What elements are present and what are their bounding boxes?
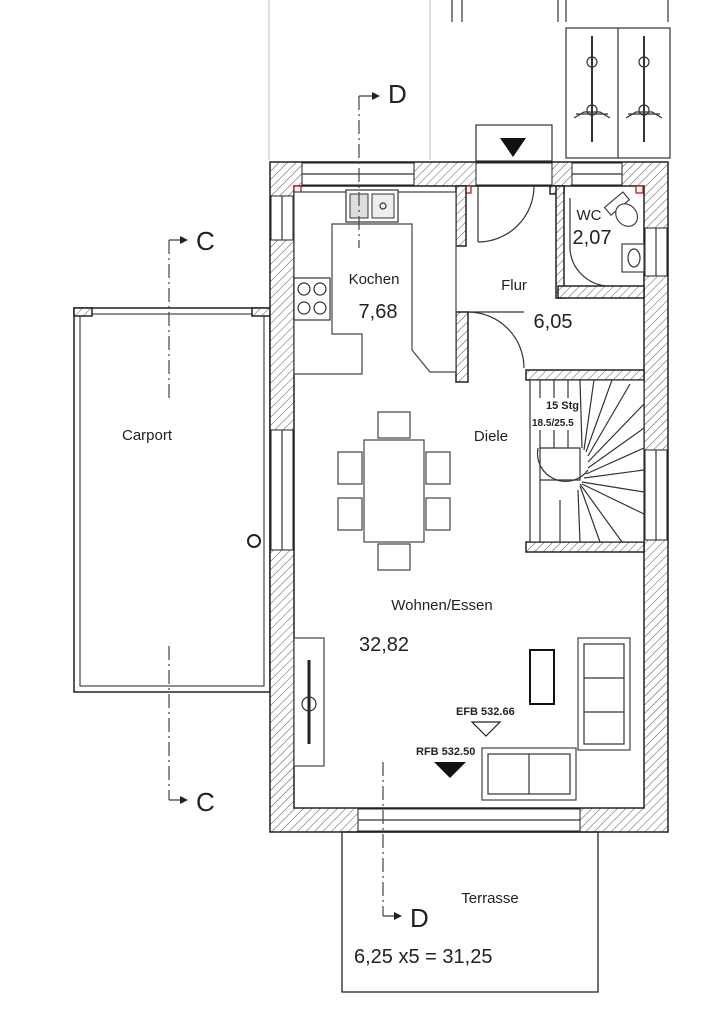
section-d-top: D	[388, 79, 407, 109]
section-lines: D C C D	[168, 79, 429, 933]
level-markers: EFB 532.66 RFB 532.50	[416, 706, 515, 778]
stairs-ratio: 18.5/25.5	[532, 418, 574, 429]
windows	[270, 162, 668, 832]
rfb-level: RFB 532.50	[416, 746, 475, 758]
kitchen-counter	[293, 189, 457, 375]
bicycle-icon	[573, 36, 611, 142]
toilet-icon	[603, 191, 639, 227]
diele-label: Diele	[474, 428, 508, 445]
downspout-icon	[247, 534, 261, 548]
living-label: Wohnen/Essen	[391, 597, 492, 614]
terrace-label: Terrasse	[461, 890, 519, 907]
wc-area: 2,07	[573, 227, 612, 249]
living-furniture	[481, 637, 631, 801]
terrace: Terrasse 6,25 x5 = 31,25	[341, 831, 599, 993]
hall-area: 6,05	[534, 311, 573, 333]
entrance	[475, 124, 553, 162]
bicycle-icon	[625, 36, 663, 142]
staircase: 15 Stg 18.5/25.5	[529, 379, 645, 543]
driveway-lines	[268, 0, 669, 160]
carport: Carport	[73, 307, 271, 693]
kitchen-label: Kochen	[349, 271, 400, 288]
efb-level: EFB 532.66	[456, 706, 515, 718]
sink-icon	[345, 189, 399, 223]
wc-label: WC	[577, 207, 602, 224]
section-c-top: C	[196, 226, 215, 256]
fireplace-icon	[293, 637, 325, 767]
interior-walls	[455, 185, 645, 553]
dining-table	[337, 411, 451, 571]
carport-label: Carport	[122, 427, 173, 444]
stairs-count: 15 Stg	[546, 400, 579, 412]
doors	[467, 185, 613, 369]
living-area: 32,82	[359, 634, 409, 656]
entrance-arrow-icon	[500, 138, 526, 157]
hob-icon	[293, 277, 331, 321]
wc-fixtures	[603, 191, 645, 273]
section-c-bottom: C	[196, 787, 215, 817]
exterior-walls	[269, 161, 669, 833]
hall-label: Flur	[501, 277, 527, 294]
kitchen-area: 7,68	[359, 301, 398, 323]
room-labels: Kochen 7,68 Flur 6,05 WC 2,07 Diele Wohn…	[349, 207, 612, 656]
corner-markers	[293, 185, 644, 194]
bicycle-stand	[565, 27, 671, 159]
section-d-bottom: D	[410, 903, 429, 933]
terrace-area: 6,25 x5 = 31,25	[354, 946, 492, 968]
